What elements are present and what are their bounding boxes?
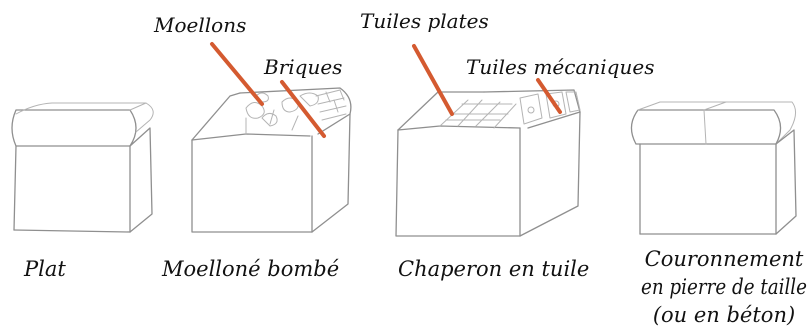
tuiles-mecaniques-leader-line — [536, 78, 562, 114]
stone-crown-capping-sketch — [630, 101, 797, 235]
caption-couronnement-line1: Couronnement — [645, 247, 804, 271]
rounded-rubble-capping-sketch — [191, 87, 352, 233]
caption-moellone-bombe: Moelloné bombé — [161, 257, 339, 281]
briques-leader-line — [280, 80, 326, 138]
tuiles-plates-leader-line — [412, 44, 454, 116]
briques-label: Briques — [263, 55, 342, 79]
caption-plat: Plat — [23, 257, 66, 281]
tuiles-mecaniques-label: Tuiles mécaniques — [466, 55, 654, 79]
caption-chaperon-en-tuile: Chaperon en tuile — [398, 257, 589, 281]
caption-couronnement-line2: en pierre de taille — [641, 275, 807, 299]
tiled-coping-sketch — [395, 89, 581, 237]
moellons-label: Moellons — [153, 13, 246, 37]
caption-couronnement-line3: (ou en béton) — [653, 303, 795, 327]
tuiles-plates-label: Tuiles plates — [360, 9, 489, 33]
moellons-leader-line — [210, 42, 264, 106]
flat-capping-sketch — [11, 102, 154, 233]
